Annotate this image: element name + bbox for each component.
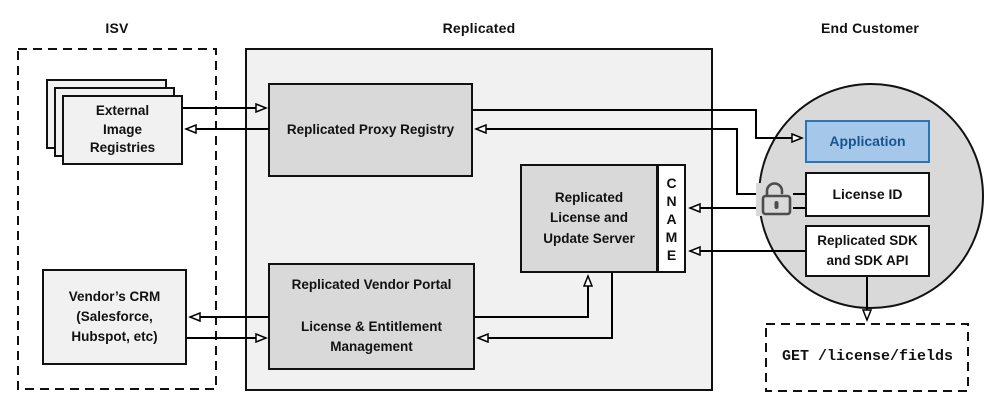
license-id-node: License ID [805,172,930,217]
cname-strip: CNAME [657,164,686,273]
replicated-sdk-node: Replicated SDK and SDK API [805,225,930,277]
lane-header-replicated: Replicated [442,20,516,36]
license-fields-request: GET /license/fields [781,347,954,365]
lane-header-isv: ISV [105,20,129,36]
application-node: Application [805,120,930,163]
external-image-registries-node: External Image Registries [62,95,183,165]
proxy-registry-node: Replicated Proxy Registry [268,83,473,177]
vendor-crm-node: Vendor’s CRM (Salesforce, Hubspot, etc) [42,269,187,365]
lane-header-end-customer: End Customer [820,20,920,36]
vendor-portal-node: Replicated Vendor Portal License & Entit… [268,263,475,370]
license-update-server-node: Replicated License and Update Server [520,164,658,273]
